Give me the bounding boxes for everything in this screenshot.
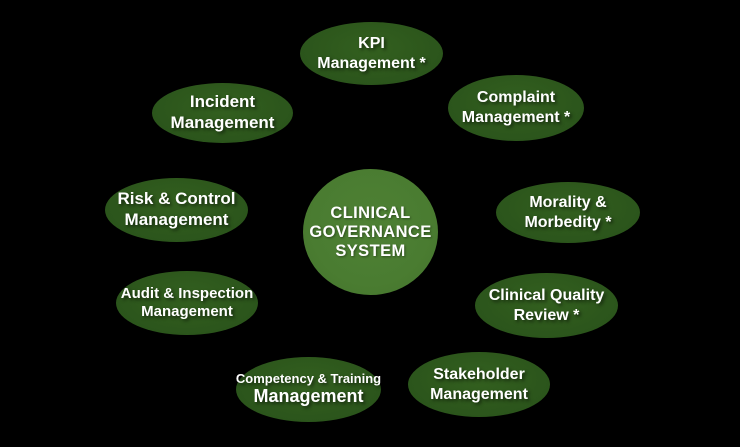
node-label-line: Management * <box>461 109 571 126</box>
center-title-line: CLINICAL <box>330 203 411 222</box>
center-title-line: SYSTEM <box>335 241 406 260</box>
node-label-line: Management <box>170 113 275 132</box>
node-kpi-management: KPI Management * <box>300 22 443 85</box>
node-competency-training-management: Competency & Training Management <box>236 357 381 422</box>
node-stakeholder-management: Stakeholder Management <box>408 352 550 417</box>
node-label-line: Management <box>141 303 233 320</box>
node-complaint-management: Complaint Management * <box>448 75 584 141</box>
node-label-line: Complaint <box>476 89 556 107</box>
node-label-line: Audit & Inspection <box>120 284 254 302</box>
node-label-line: Morbedity * <box>524 213 612 231</box>
node-label-line: Stakeholder <box>433 365 525 383</box>
node-label-line: Management <box>430 385 528 403</box>
node-label-line: Management <box>253 386 364 407</box>
node-clinical-quality-review: Clinical Quality Review * <box>475 273 618 338</box>
node-audit-inspection-management: Audit & Inspection Management <box>116 271 258 335</box>
node-label-line: Management * <box>317 54 426 72</box>
node-morality-morbedity: Morality & Morbedity * <box>496 182 640 243</box>
center-title-line: GOVERNANCE <box>309 222 432 241</box>
node-label-line: Competency & Training <box>235 370 382 386</box>
center-node-clinical-governance-system: CLINICAL GOVERNANCE SYSTEM <box>303 169 438 295</box>
node-label-line: Management <box>124 210 229 229</box>
node-risk-control-management: Risk & Control Management <box>105 178 248 242</box>
node-label-line: Incident <box>189 92 256 112</box>
node-label-line: Clinical Quality <box>488 286 605 304</box>
node-label-line: Review * <box>513 306 580 324</box>
node-incident-management: Incident Management <box>152 83 293 143</box>
node-label-line: KPI <box>358 34 385 52</box>
node-label-line: Morality & <box>529 193 607 211</box>
node-label-line: Risk & Control <box>117 189 236 209</box>
